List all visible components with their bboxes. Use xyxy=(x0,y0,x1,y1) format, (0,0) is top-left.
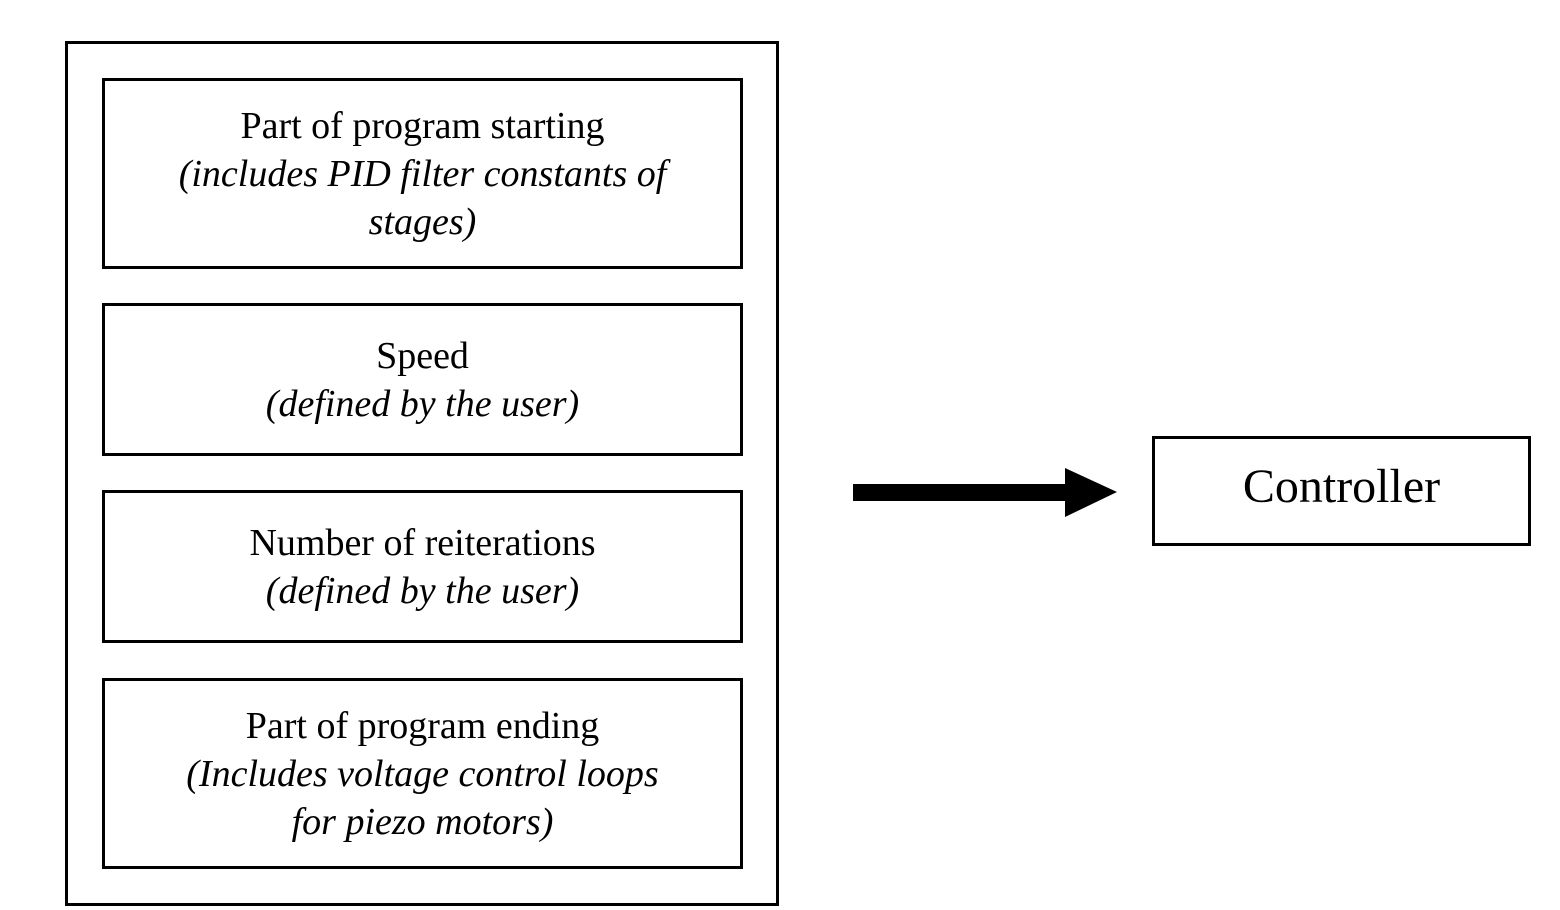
speed-block: Speed (defined by the user) xyxy=(102,303,743,456)
program-start-note-line-1: (includes PID filter constants of xyxy=(178,152,667,195)
speed-title: Speed xyxy=(376,334,469,377)
program-end-note-line-1: (Includes voltage control loops xyxy=(186,752,659,795)
right-arrow-icon xyxy=(853,468,1117,517)
reiterations-title: Number of reiterations xyxy=(249,521,596,564)
program-start-note-line-2: stages) xyxy=(368,200,477,243)
program-end-title: Part of program ending xyxy=(245,704,600,747)
speed-note: (defined by the user) xyxy=(265,382,580,425)
program-start-title: Part of program starting xyxy=(240,104,605,147)
program-end-note-line-2: for piezo motors) xyxy=(291,800,554,843)
controller-box: Controller xyxy=(1152,436,1531,546)
program-sequence-container xyxy=(65,41,779,906)
program-end-block: Part of program ending (Includes voltage… xyxy=(102,678,743,869)
reiterations-note: (defined by the user) xyxy=(265,569,580,612)
program-start-block: Part of program starting (includes PID f… xyxy=(102,78,743,269)
controller-label: Controller xyxy=(1242,459,1441,513)
reiterations-block: Number of reiterations (defined by the u… xyxy=(102,490,743,643)
